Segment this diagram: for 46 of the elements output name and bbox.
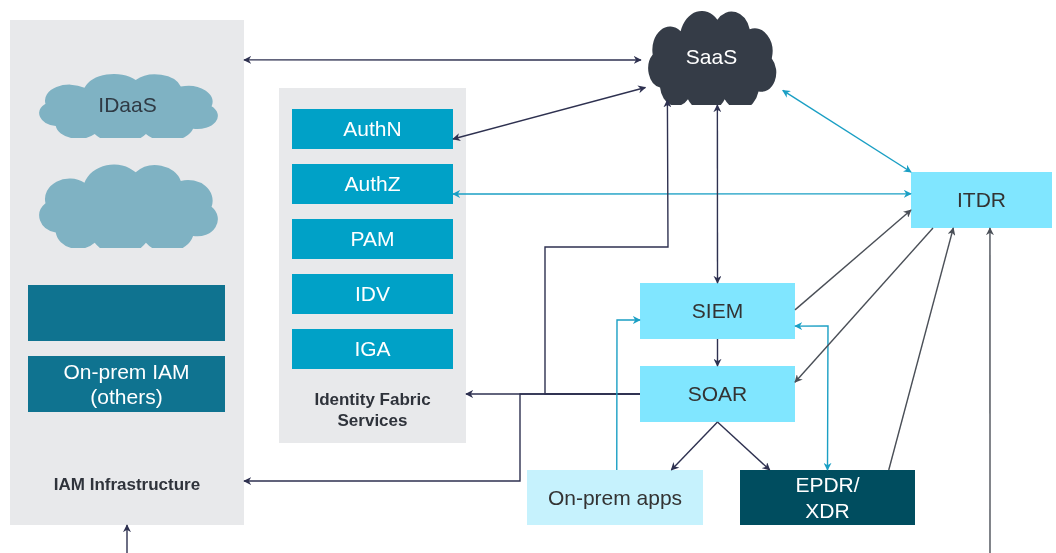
arrow [452,85,647,141]
node-label: EPDR/ XDR [794,472,861,523]
service-box [292,164,453,204]
group-title: IAM Infrastructure [52,474,202,495]
service-box [292,329,453,369]
group-panel [10,20,244,525]
group-panel [279,88,466,443]
system-box [527,470,703,525]
arrow [123,524,131,553]
arrow [243,393,641,486]
arrow [782,89,912,173]
component-box [28,285,225,341]
arrow [243,55,642,64]
node-label: IGA [353,336,392,362]
arrow [716,421,771,471]
node-label: ITDR [956,187,1007,213]
node-label: SIEM [690,298,745,324]
service-box [292,219,453,259]
system-box [911,172,1052,228]
arrow [794,209,912,311]
arrow [616,315,641,471]
node-label: PAM [349,226,396,252]
arrow [794,227,934,383]
arrow [452,189,912,198]
system-box [740,470,915,525]
arrow [985,227,994,553]
service-box [292,109,453,149]
arrow [888,227,956,471]
arrow [544,99,672,395]
arrow [794,322,832,471]
node-label: SaaS [684,43,739,70]
node-label: On-prem IAM (others) [62,358,191,410]
node-label: SOAR [686,381,749,407]
node-label: IDV [354,281,391,307]
node-label: IDaaS [97,92,158,118]
arrow [670,421,719,471]
arrow [713,104,722,284]
node-label: AuthZ [343,171,402,197]
system-box [640,283,795,339]
node-label: On-prem apps [546,484,684,511]
group-title: Identity Fabric Services [313,390,432,431]
node-label: AuthN [342,116,403,142]
component-box [28,356,225,412]
service-box [292,274,453,314]
arrow [713,338,722,367]
system-box [640,366,795,422]
